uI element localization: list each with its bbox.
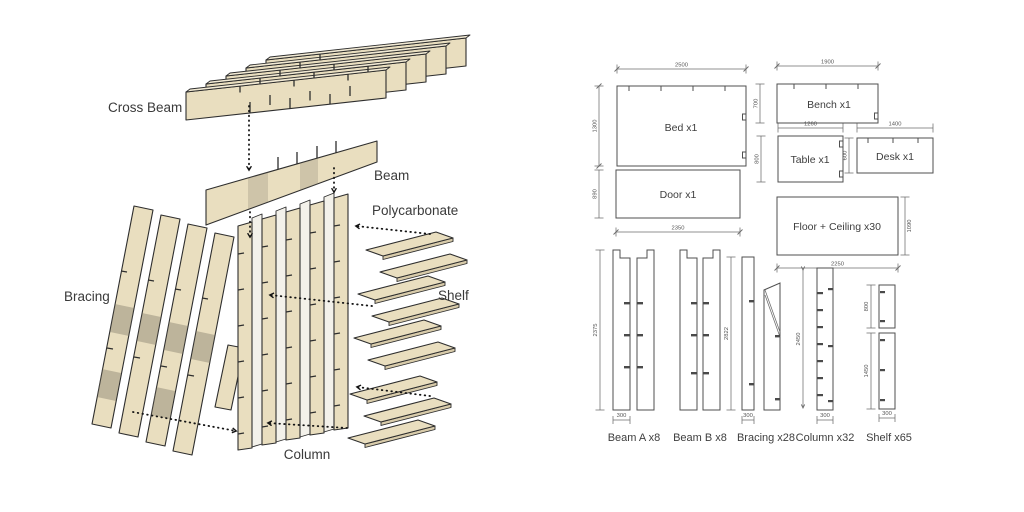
bracing-width-dim: 300 xyxy=(743,413,753,419)
drawing-floor-ceiling: Floor + Ceiling x30 1090 2250 xyxy=(774,196,913,273)
desk-width-dim: 1400 xyxy=(889,122,902,128)
cross-beam-stack xyxy=(185,34,471,121)
drawing-column: 2450 300 Column x32 xyxy=(796,266,855,444)
table-height-dim: 800 xyxy=(755,154,761,164)
bracing-label: Bracing x28 xyxy=(737,432,795,444)
bench-height-dim: 700 xyxy=(754,99,760,109)
desk-height-dim: 600 xyxy=(843,151,849,161)
drawing-bracing: 2822 300 Bracing x28 xyxy=(724,256,795,444)
drawing-bed: Bed x1 2500 1300 xyxy=(593,63,749,169)
cross-beam-notches xyxy=(239,54,369,113)
door-label: Door x1 xyxy=(660,189,697,201)
bench-label: Bench x1 xyxy=(807,99,851,111)
table-label: Table x1 xyxy=(790,154,829,166)
bracing-stack xyxy=(91,205,245,456)
column-notches xyxy=(237,224,341,435)
beam-plank xyxy=(205,140,378,226)
bed-height-dim: 1300 xyxy=(593,120,599,133)
bracing-length-dim: 2822 xyxy=(724,327,730,340)
column-length-dim: 2450 xyxy=(796,333,802,346)
beam-a-width-dim: 300 xyxy=(617,413,627,419)
bracing-label: Bracing xyxy=(64,289,110,304)
drawing-table: Table x1 1260 800 xyxy=(755,122,844,183)
drawing-desk: Desk x1 1400 600 xyxy=(843,122,934,174)
door-width-dim: 2350 xyxy=(672,226,685,232)
table-width-dim: 1260 xyxy=(804,122,817,128)
column-width-dim: 300 xyxy=(820,413,830,419)
column-assembly xyxy=(237,193,349,451)
floor-ceiling-label: Floor + Ceiling x30 xyxy=(793,221,881,233)
beam-b-label: Beam B x8 xyxy=(673,432,727,444)
door-height-dim: 890 xyxy=(593,189,599,199)
shelf-stack xyxy=(347,231,468,448)
assembly-arrows xyxy=(132,105,431,434)
cross-beam-label: Cross Beam xyxy=(108,100,182,115)
beam-notches xyxy=(277,141,337,170)
drawing-shelf: 800 1450 300 Shelf x65 xyxy=(864,284,912,444)
floor-ceiling-width-dim: 2250 xyxy=(831,262,844,268)
shelf-top-length-dim: 800 xyxy=(864,302,870,312)
bracing-notches xyxy=(106,270,209,377)
beam-a-length-dim: 2375 xyxy=(593,324,599,337)
drawing-beam-a: 2375 300 Beam A x8 xyxy=(593,249,661,444)
shelf-width-dim: 300 xyxy=(882,411,892,417)
shelf-label-sheet: Shelf x65 xyxy=(866,432,912,444)
column-label: Column xyxy=(284,447,331,462)
drawing-door: Door x1 890 2350 xyxy=(593,169,743,237)
drawing-beam-b: Beam B x8 xyxy=(673,249,727,444)
shelf-bottom-length-dim: 1450 xyxy=(864,365,870,378)
beam-label: Beam xyxy=(374,168,409,183)
beam-a-label: Beam A x8 xyxy=(608,432,661,444)
bed-width-dim: 2500 xyxy=(675,63,688,69)
shelf-label: Shelf xyxy=(438,288,469,303)
bench-width-dim: 1900 xyxy=(821,60,834,66)
drawing-bench: Bench x1 1900 700 xyxy=(754,60,881,124)
polycarbonate-label: Polycarbonate xyxy=(372,203,458,218)
exploded-labels: Cross Beam Beam Polycarbonate Bracing Sh… xyxy=(64,100,469,462)
bed-label: Bed x1 xyxy=(665,122,698,134)
desk-label: Desk x1 xyxy=(876,151,914,163)
column-label-sheet: Column x32 xyxy=(796,432,855,444)
floor-ceiling-height-dim: 1090 xyxy=(907,220,913,233)
